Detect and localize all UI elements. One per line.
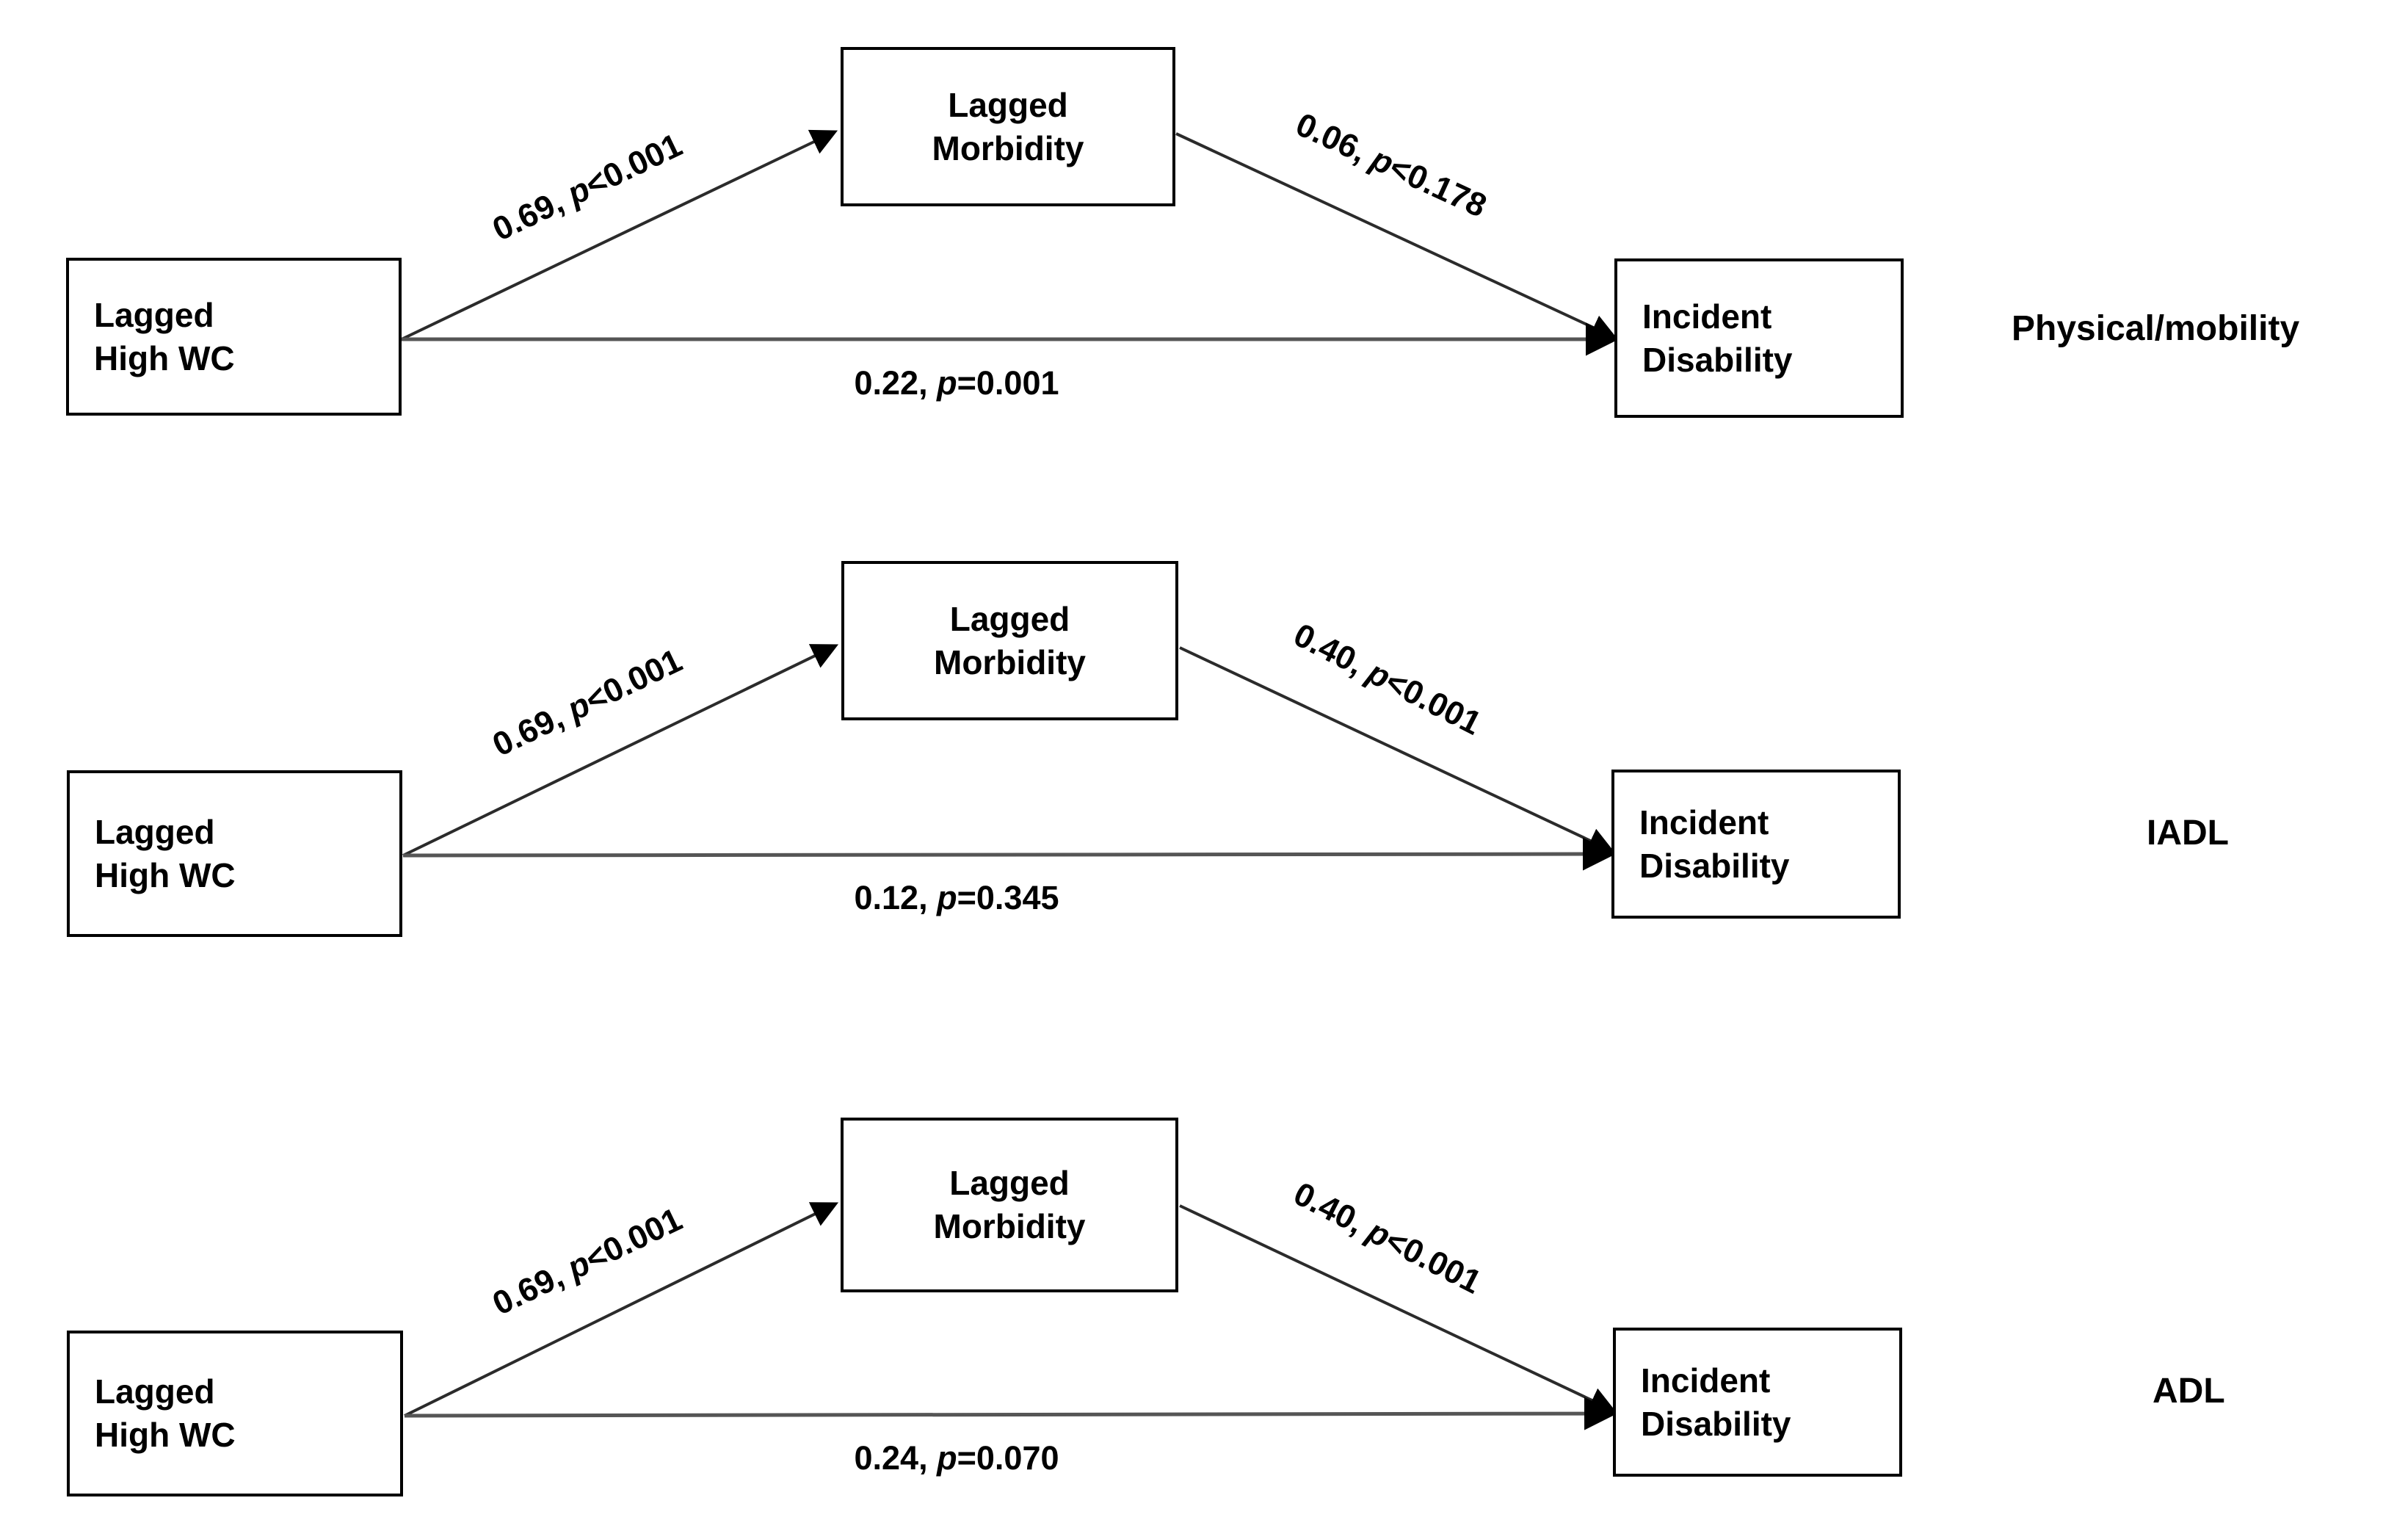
mediator-label-line2: Morbidity [932, 129, 1084, 167]
outcome-label-line1: Incident [1642, 297, 1772, 336]
panel-2-path-b-label: 0.40, p<0.001 [1288, 615, 1488, 742]
panel-3-outcome-group-label: ADL [2153, 1372, 2225, 1411]
panel-1-predictor-node[interactable]: Lagged High WC [66, 258, 402, 416]
panel-3-predictor-node[interactable]: Lagged High WC [67, 1331, 403, 1496]
outcome-label-line2: Disability [1639, 846, 1790, 885]
predictor-label-line1: Lagged [95, 1372, 215, 1411]
panel-2-mediator-node[interactable]: Lagged Morbidity [841, 561, 1178, 720]
panel-2-path-a-label: 0.69, p<0.001 [486, 641, 688, 764]
mediator-label-line2: Morbidity [933, 1207, 1086, 1245]
predictor-label-line2: High WC [95, 855, 236, 894]
mediator-label-line1: Lagged [949, 599, 1070, 638]
predictor-label-line1: Lagged [94, 295, 214, 334]
panel-1-outcome-group-label: Physical/mobility [2012, 309, 2300, 348]
panel-3-mediator-node[interactable]: Lagged Morbidity [841, 1118, 1178, 1292]
panel-2-outcome-group-label: IADL [2147, 814, 2229, 853]
panel-3-path-c-label: 0.24, p=0.070 [854, 1439, 1059, 1477]
panel-1-path-a-label: 0.69, p<0.001 [486, 126, 688, 248]
panel-1-outcome-node[interactable]: Incident Disability [1614, 258, 1904, 418]
panel-3-path-b-label: 0.40, p<0.001 [1288, 1174, 1488, 1301]
panel-2-predictor-node[interactable]: Lagged High WC [67, 770, 402, 937]
panel-3-path-a-label: 0.69, p<0.001 [486, 1200, 688, 1322]
predictor-label-line2: High WC [94, 339, 235, 377]
panel-1-path-c-label: 0.22, p=0.001 [854, 364, 1059, 402]
mediator-label-line2: Morbidity [934, 643, 1086, 681]
predictor-label-line1: Lagged [95, 812, 215, 851]
outcome-label-line1: Incident [1639, 803, 1769, 841]
outcome-label-line2: Disability [1641, 1404, 1791, 1443]
panel-2-path-c-label: 0.12, p=0.345 [854, 879, 1059, 916]
panel-3-path-c-arrow [404, 1397, 1617, 1430]
panel-2-outcome-node[interactable]: Incident Disability [1611, 770, 1901, 919]
outcome-label-line1: Incident [1641, 1361, 1771, 1400]
outcome-label-line2: Disability [1642, 340, 1793, 379]
panel-2-path-c-arrow [402, 837, 1616, 871]
panel-3-outcome-node[interactable]: Incident Disability [1613, 1328, 1902, 1477]
panel-1-path-b-label: 0.06, p<0.178 [1290, 105, 1493, 225]
predictor-label-line2: High WC [95, 1416, 236, 1454]
panel-1-mediator-node[interactable]: Lagged Morbidity [841, 47, 1175, 206]
mediator-label-line1: Lagged [948, 85, 1068, 124]
mediator-label-line1: Lagged [949, 1164, 1070, 1203]
